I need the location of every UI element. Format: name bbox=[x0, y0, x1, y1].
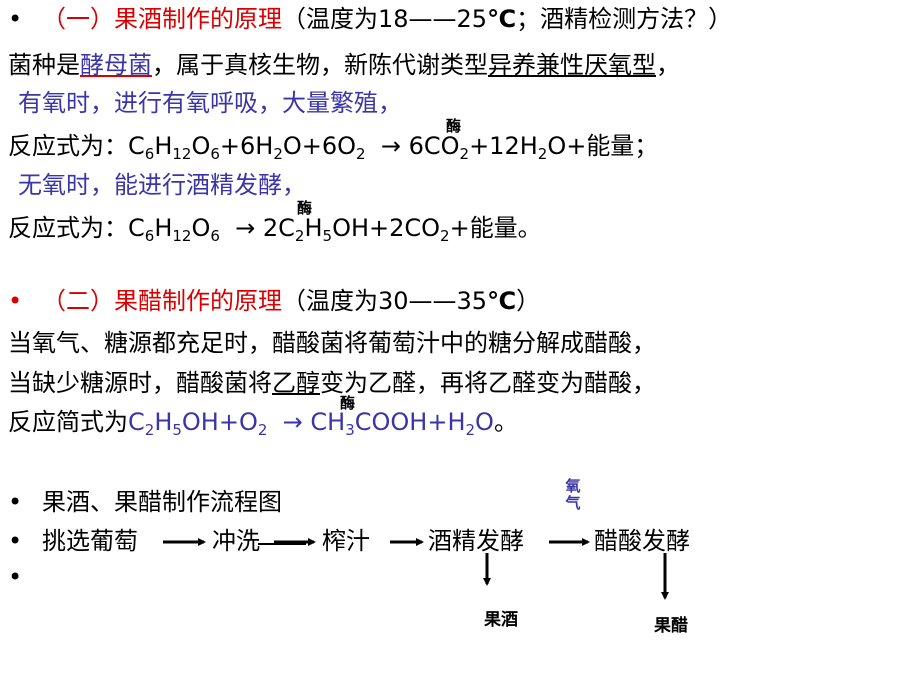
reaction1-end: +能量； bbox=[566, 132, 659, 160]
anaerobic-line: 无氧时，能进行酒精发酵， bbox=[18, 170, 306, 200]
strain-middle: ，属于真核生物，新陈代谢类型 bbox=[152, 51, 488, 79]
flow-title-line: • 果酒、果醋制作流程图 bbox=[8, 487, 282, 517]
enzyme-label: 酶 bbox=[340, 394, 356, 412]
bullet: • bbox=[8, 563, 23, 591]
anaerobic-text: 无氧时，能进行酒精发酵， bbox=[18, 171, 306, 199]
bullet: • bbox=[8, 527, 23, 555]
section1-temp-unit: ℃ bbox=[487, 5, 517, 33]
section1-heading-line: • （一）果酒制作的原理（温度为18——25℃；酒精检测方法？） bbox=[8, 4, 732, 34]
flow-title: 果酒、果醋制作流程图 bbox=[42, 488, 282, 516]
ethanol-term: 乙醇 bbox=[272, 369, 320, 397]
section2-temp-unit: ℃ bbox=[487, 287, 517, 315]
section2-heading-line: • （二）果醋制作的原理（温度为30——35℃） bbox=[8, 286, 540, 316]
reaction1-prefix: 反应式为： bbox=[8, 132, 128, 160]
reaction2-line: 反应式为：C6H12O6 → 2C2H5OH+2CO2+能量。 bbox=[8, 213, 542, 245]
reaction1-line: 反应式为：C6H12O6+6H2O+6O2 → 6CO2+12H2O+能量； bbox=[8, 131, 659, 163]
section1-heading: （一）果酒制作的原理 bbox=[42, 5, 282, 33]
section2-heading: （二）果醋制作的原理 bbox=[42, 287, 282, 315]
step-rinse: 冲洗 bbox=[212, 527, 260, 555]
reaction2-end: +能量。 bbox=[449, 214, 542, 242]
reaction1-formula: C6H12O6+6H2O+6O2 → 6CO2+12H2O bbox=[128, 132, 567, 163]
enzyme-label: 酶 bbox=[297, 199, 313, 217]
step-alcohol-fermentation: 酒精发酵 bbox=[428, 527, 524, 555]
bullet-line-3: • bbox=[8, 562, 42, 592]
section1-heading-note: （温度为18——25 bbox=[282, 5, 488, 33]
vinegar-line-1: 当氧气、糖源都充足时，醋酸菌将葡萄汁中的糖分解成醋酸， bbox=[8, 329, 656, 357]
bullet-line-2: • bbox=[8, 526, 42, 556]
reaction3-prefix: 反应简式为 bbox=[8, 408, 128, 436]
step-select-grapes: 挑选葡萄 bbox=[42, 527, 138, 555]
reaction3-line: 反应简式为C2H5OH+O2 → CH3COOH+H2O。 bbox=[8, 407, 518, 439]
yeast-term: 酵母菌 bbox=[80, 51, 152, 79]
step-acetic-fermentation: 醋酸发酵 bbox=[594, 527, 690, 555]
aerobic-line: 有氧时，进行有氧呼吸，大量繁殖， bbox=[18, 89, 402, 117]
reaction3-end: 。 bbox=[493, 408, 518, 436]
reaction3-formula: C2H5OH+O2 → CH3COOH+H2O bbox=[128, 408, 494, 439]
bullet: • bbox=[8, 488, 23, 516]
enzyme-label: 酶 bbox=[446, 117, 462, 135]
section2-heading-note2: ） bbox=[516, 287, 541, 315]
strain-end: ， bbox=[656, 51, 680, 79]
oxygen-label: 氧气 bbox=[565, 477, 581, 512]
section2-heading-note: （温度为30——35 bbox=[282, 287, 488, 315]
product-fruit-wine: 果酒 bbox=[484, 610, 518, 630]
vinegar-line-2-c: 变为乙醛，再将乙醛变为醋酸， bbox=[320, 369, 656, 397]
reaction2-prefix: 反应式为： bbox=[8, 214, 128, 242]
reaction2-formula: C6H12O6 → 2C2H5OH+2CO2 bbox=[128, 214, 450, 245]
section1-heading-note2: ；酒精检测方法？） bbox=[516, 5, 733, 33]
strain-line: 菌种是酵母菌，属于真核生物，新陈代谢类型异养兼性厌氧型， bbox=[8, 50, 680, 80]
metabolism-type: 异养兼性厌氧型 bbox=[488, 51, 656, 79]
vinegar-line-2: 当缺少糖源时，醋酸菌将乙醇变为乙醛，再将乙醛变为醋酸， bbox=[8, 368, 656, 398]
bullet: • bbox=[8, 5, 23, 33]
strain-intro: 菌种是 bbox=[8, 51, 80, 79]
bullet: • bbox=[8, 287, 23, 315]
product-fruit-vinegar: 果醋 bbox=[654, 616, 688, 636]
vinegar-line-2-a: 当缺少糖源时，醋酸菌将 bbox=[8, 369, 272, 397]
step-juice: 榨汁 bbox=[322, 527, 370, 555]
